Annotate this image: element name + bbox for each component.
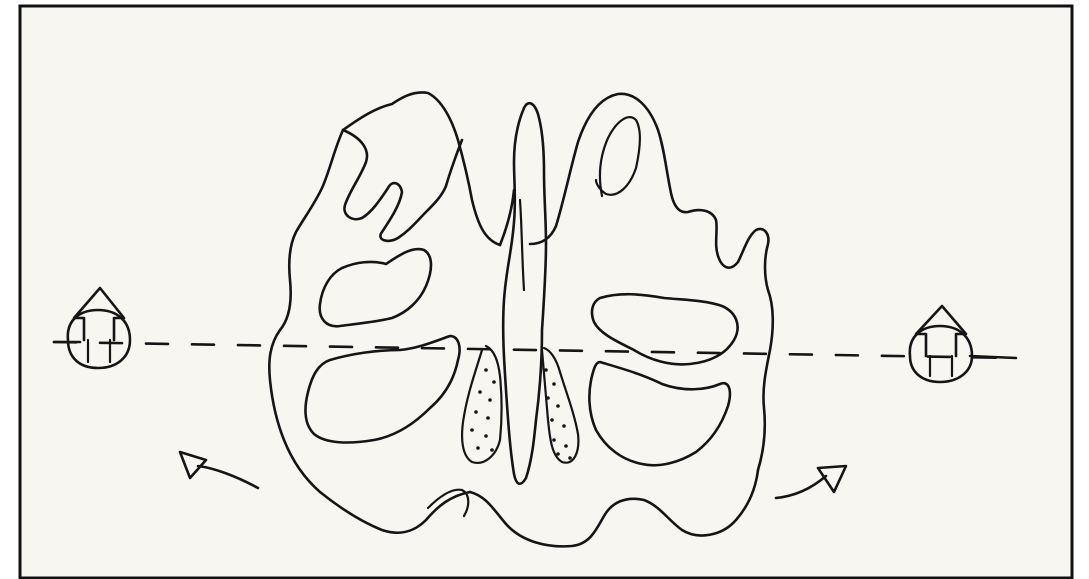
picture-frame [20,6,1072,578]
